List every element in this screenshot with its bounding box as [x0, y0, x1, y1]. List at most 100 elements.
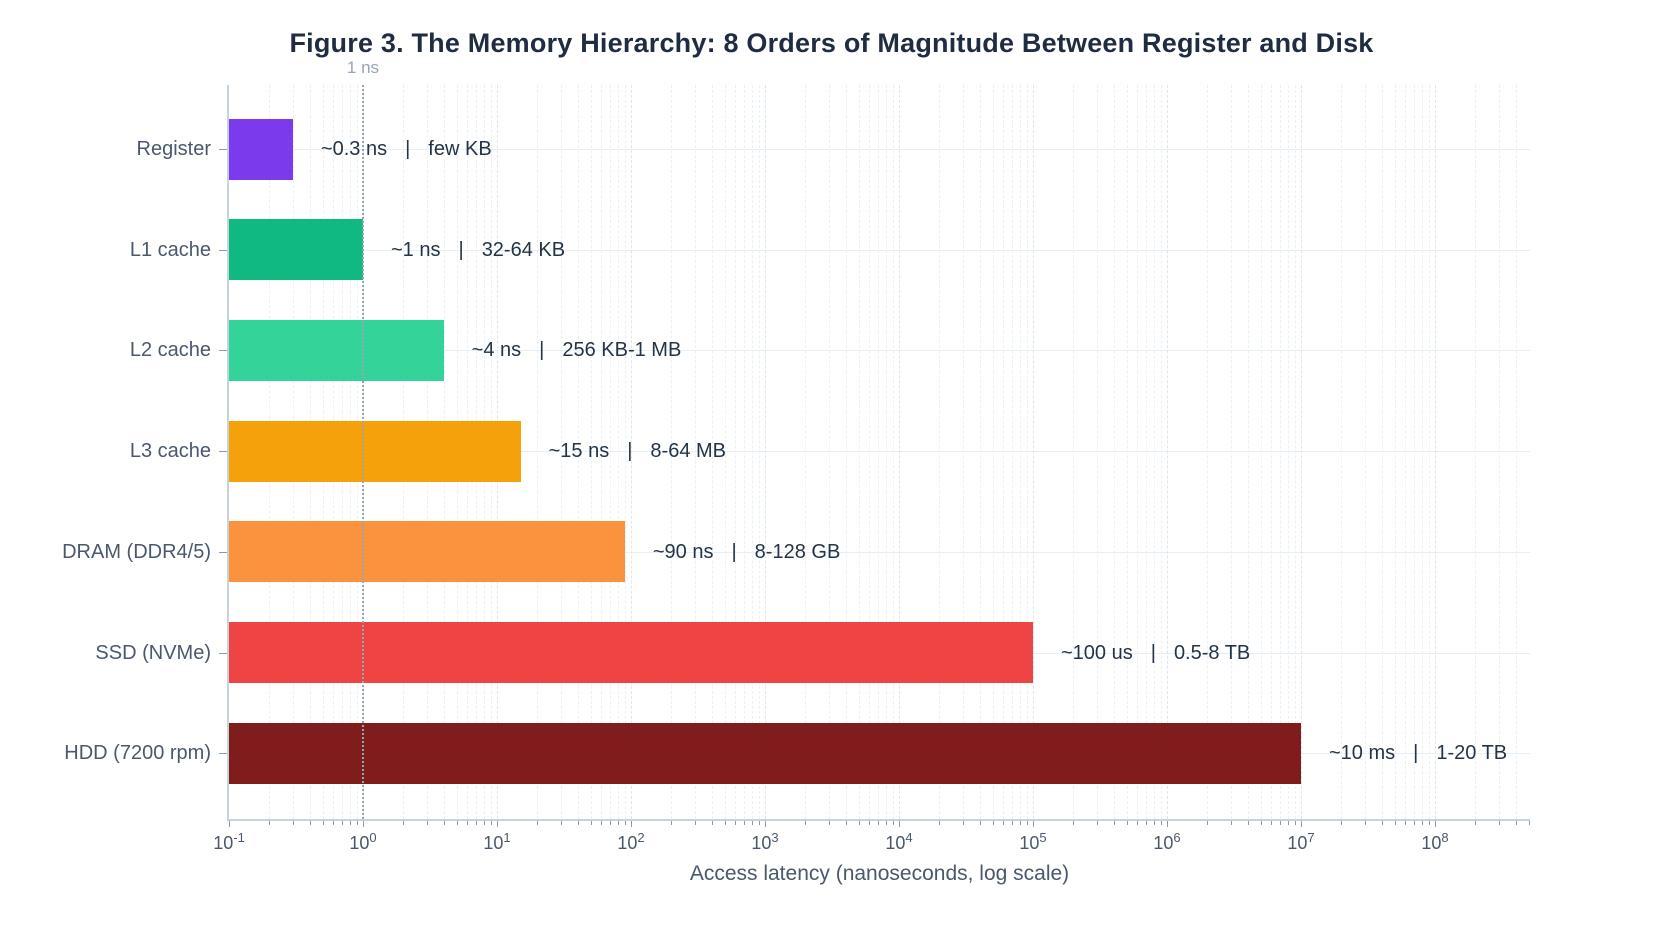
reference-line-label: 1 ns — [346, 58, 380, 77]
capacity-label: few KB — [428, 138, 492, 160]
x-minor-tick-mark — [1026, 821, 1028, 825]
x-minor-tick-mark — [1154, 821, 1155, 825]
x-axis-spine — [227, 819, 1530, 821]
gridline-minor — [1428, 85, 1430, 819]
gridline-minor — [1020, 85, 1021, 819]
x-minor-tick-mark — [1247, 821, 1249, 825]
gridline-major — [765, 85, 766, 819]
x-minor-tick-mark — [1271, 821, 1273, 825]
y-tick-label: DRAM (DDR4/5) — [62, 540, 211, 563]
x-minor-tick-mark — [1160, 821, 1162, 825]
y-axis-spine — [227, 85, 229, 819]
x-tick-label: 106 — [1153, 830, 1181, 853]
x-minor-tick-mark — [1394, 821, 1396, 825]
x-minor-tick-mark — [979, 821, 981, 825]
x-tick-mark — [497, 821, 498, 827]
gridline-minor — [1280, 85, 1282, 819]
latency-label: ~0.3 ns — [320, 138, 388, 160]
gridline-major — [631, 85, 632, 819]
gridline-minor — [845, 85, 847, 819]
y-tick-mark — [219, 551, 227, 553]
x-minor-tick-mark — [1341, 821, 1343, 825]
gridline-minor — [1475, 85, 1477, 819]
y-tick-mark — [219, 451, 227, 453]
x-minor-tick-mark — [333, 821, 335, 825]
y-tick-label: Register — [136, 138, 211, 160]
y-tick-label: L2 cache — [129, 339, 211, 362]
latency-label: ~10 ms — [1329, 742, 1396, 765]
gridline-minor — [1160, 85, 1162, 819]
gridline-minor — [624, 85, 626, 819]
x-minor-tick-mark — [805, 821, 807, 825]
x-minor-tick-mark — [269, 821, 271, 825]
gridline-minor — [537, 85, 539, 819]
latency-label: ~90 ns — [652, 540, 714, 563]
gridline-minor — [610, 85, 612, 819]
gridline-minor — [1026, 85, 1028, 819]
gridline-minor — [992, 85, 994, 819]
x-tick-label: 108 — [1421, 830, 1449, 853]
bar-dram-ddr4-5 — [229, 521, 625, 583]
x-tick-mark — [631, 821, 632, 827]
x-tick-label: 101 — [483, 830, 511, 853]
gridline-major — [1167, 85, 1168, 819]
x-minor-tick-mark — [322, 821, 324, 825]
x-tick-mark — [229, 821, 230, 827]
gridline-minor — [1271, 85, 1273, 819]
x-tick-label: 107 — [1287, 830, 1315, 853]
x-minor-tick-mark — [858, 821, 860, 825]
y-tick-label: L1 cache — [129, 238, 211, 261]
x-minor-tick-mark — [618, 821, 619, 825]
gridline-minor — [1154, 85, 1155, 819]
capacity-label: 8-64 MB — [650, 440, 726, 463]
x-minor-tick-mark — [1364, 821, 1366, 825]
gridline-minor — [1126, 85, 1128, 819]
gridline-minor — [1096, 85, 1098, 819]
y-tick-mark — [219, 350, 227, 352]
latency-label: ~1 ns — [391, 238, 441, 261]
x-tick-mark — [363, 821, 364, 827]
x-minor-tick-mark — [845, 821, 847, 825]
gridline-minor — [1422, 85, 1423, 819]
x-minor-tick-mark — [1137, 821, 1139, 825]
x-minor-tick-mark — [992, 821, 994, 825]
gridline-minor — [711, 85, 713, 819]
annotation-separator: | — [539, 339, 545, 362]
capacity-label: 256 KB-1 MB — [562, 339, 682, 362]
latency-label: ~100 us — [1061, 641, 1133, 664]
x-minor-tick-mark — [939, 821, 941, 825]
x-minor-tick-mark — [1230, 821, 1232, 825]
x-minor-tick-mark — [1020, 821, 1021, 825]
gridline-minor — [1288, 85, 1289, 819]
x-tick-mark — [1167, 821, 1168, 827]
bar-annotation: ~100 us|0.5-8 TB — [1061, 640, 1250, 666]
x-minor-tick-mark — [1422, 821, 1423, 825]
bar-ssd-nvme — [229, 622, 1033, 683]
x-minor-tick-mark — [1096, 821, 1098, 825]
gridline-minor — [1260, 85, 1262, 819]
gridline-minor — [1003, 85, 1005, 819]
x-tick-label: 10-1 — [213, 830, 245, 853]
gridline-minor — [1381, 85, 1383, 819]
latency-label: ~15 ns — [548, 440, 610, 463]
y-tick-mark — [219, 753, 227, 755]
x-minor-tick-mark — [1515, 821, 1517, 825]
x-minor-tick-mark — [752, 821, 753, 825]
gridline-minor — [979, 85, 981, 819]
row-gridline — [229, 149, 1530, 150]
x-minor-tick-mark — [490, 821, 492, 825]
y-tick-label: SSD (NVMe) — [95, 641, 211, 664]
x-minor-tick-mark — [1428, 821, 1430, 825]
gridline-minor — [805, 85, 807, 819]
x-minor-tick-mark — [1012, 821, 1014, 825]
gridline-minor — [1247, 85, 1249, 819]
gridline-minor — [1341, 85, 1343, 819]
x-minor-tick-mark — [1498, 821, 1500, 825]
bar-annotation: ~4 ns|256 KB-1 MB — [472, 337, 682, 363]
x-minor-tick-mark — [1113, 821, 1115, 825]
x-minor-tick-mark — [878, 821, 880, 825]
gridline-minor — [886, 85, 887, 819]
x-minor-tick-mark — [403, 821, 405, 825]
gridline-minor — [1137, 85, 1139, 819]
